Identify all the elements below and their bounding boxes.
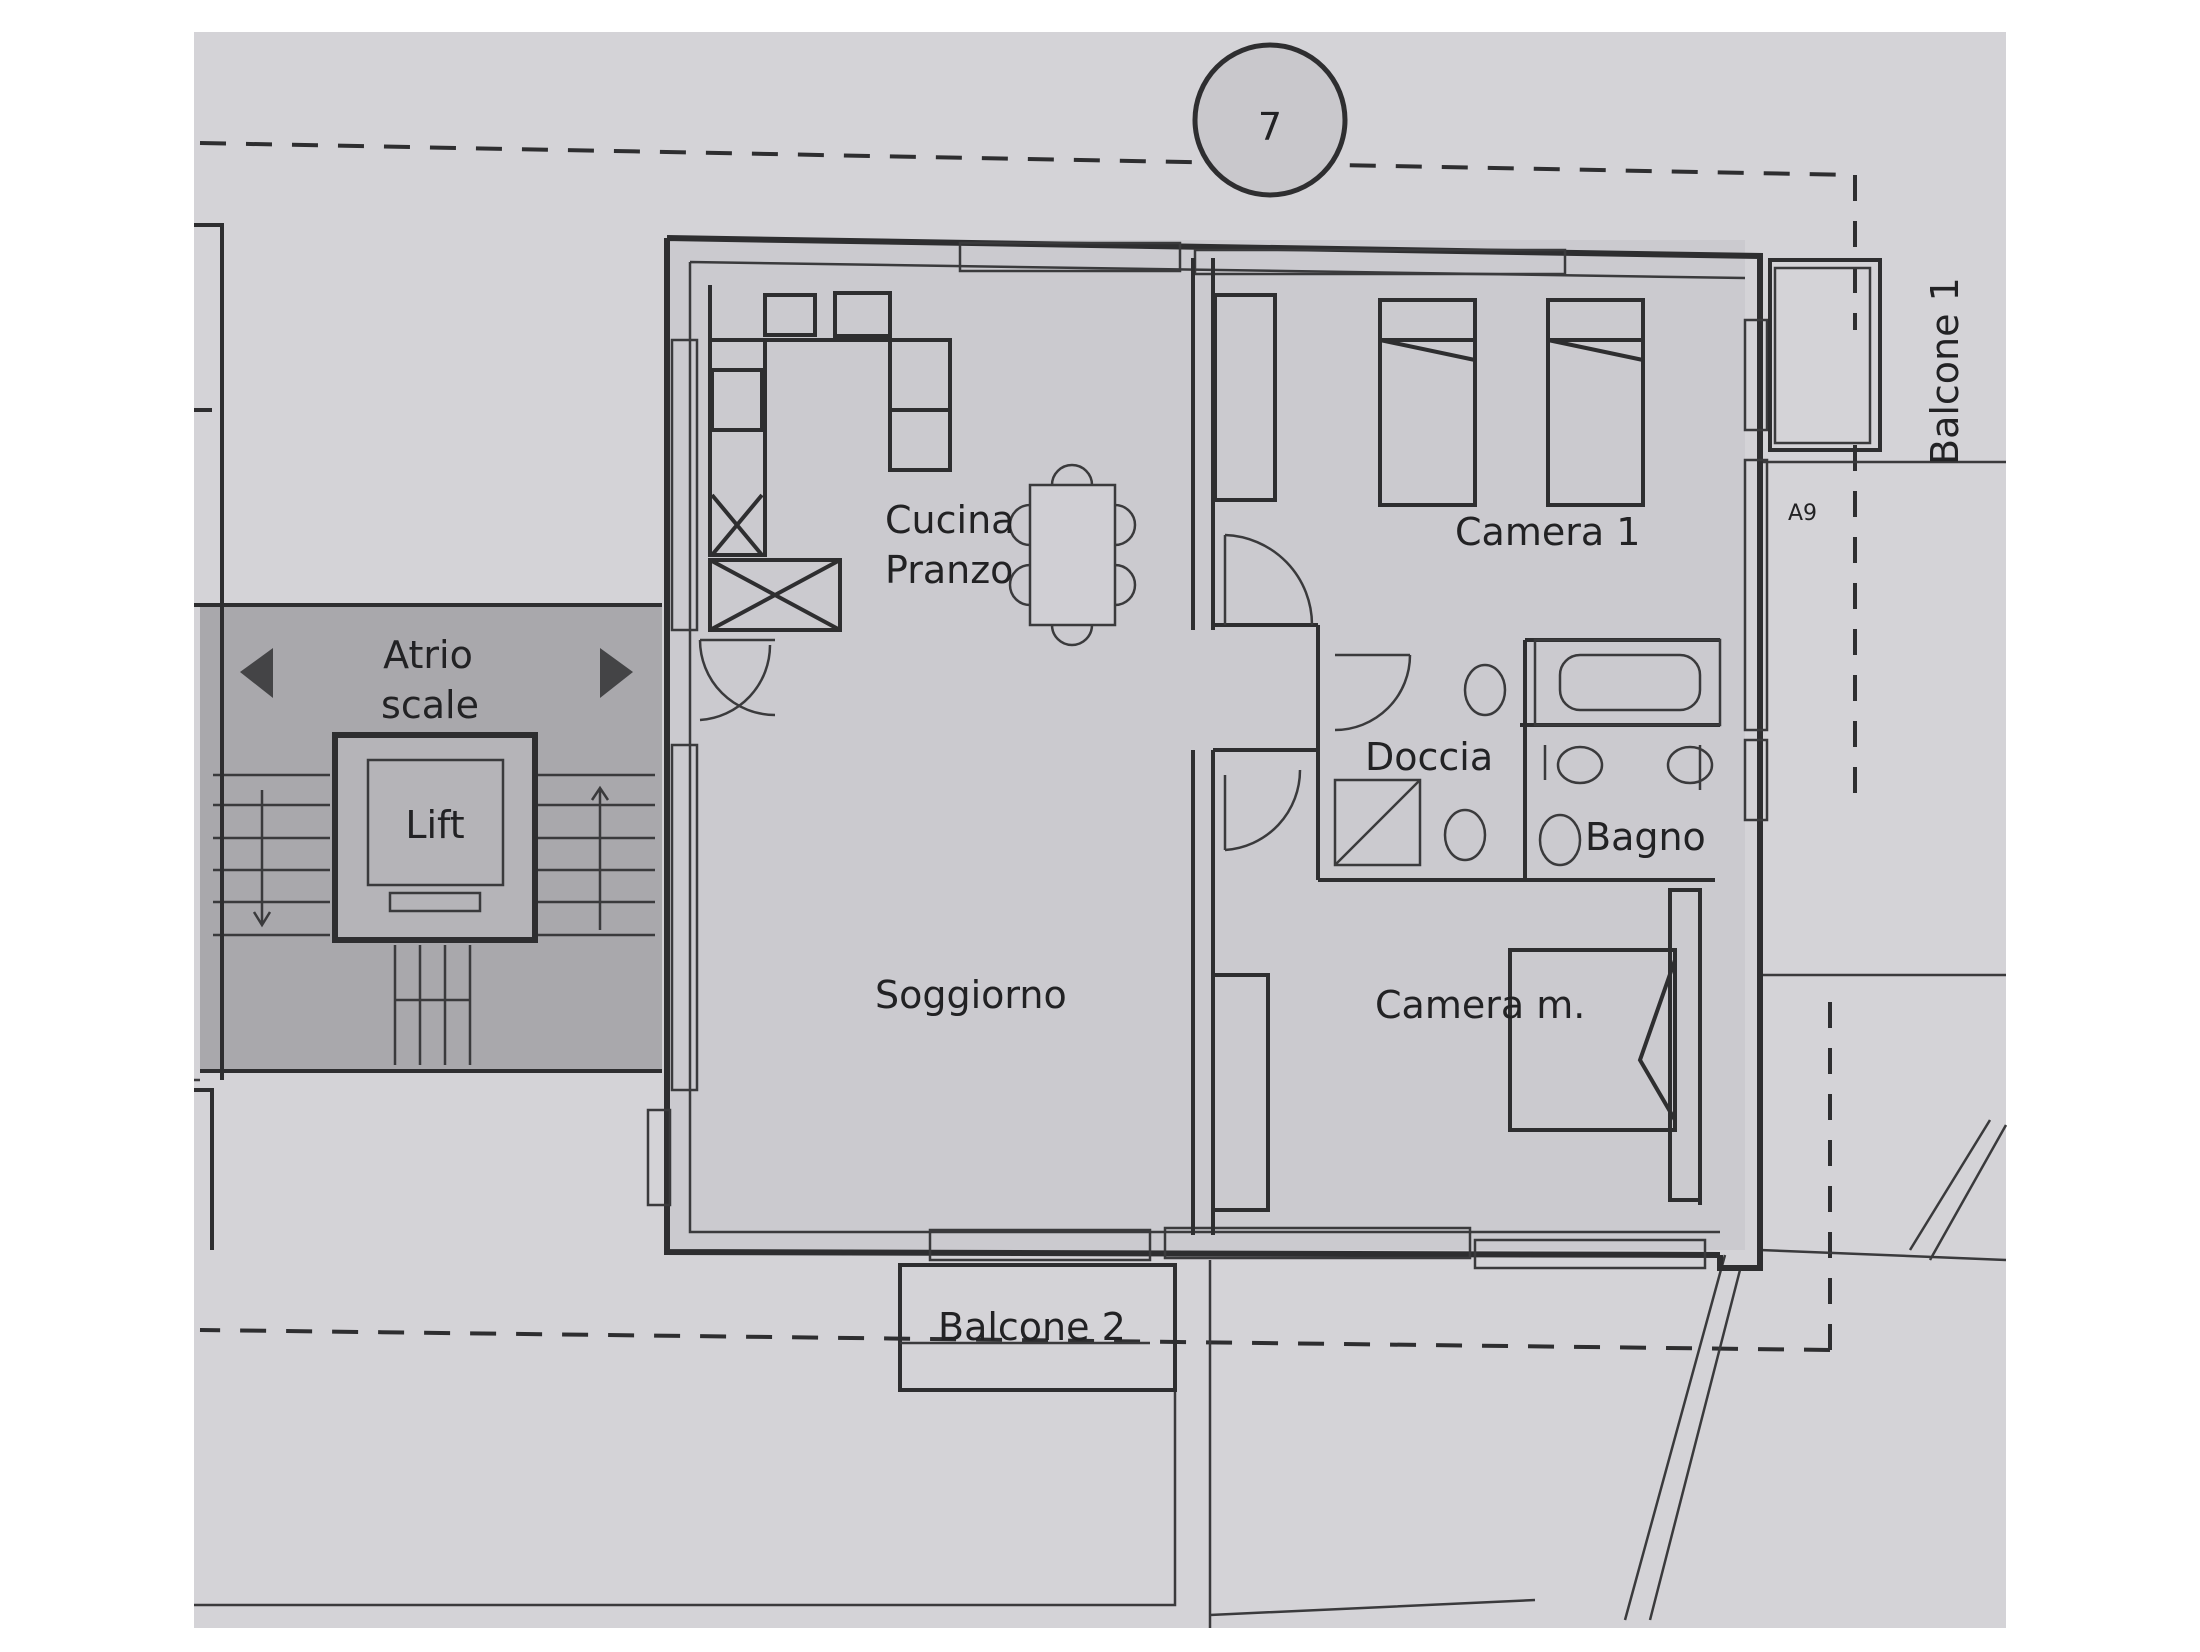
apartment-inner-outline xyxy=(688,260,1746,1234)
stair-treads xyxy=(213,773,655,1065)
label-cucina: Cucina xyxy=(885,498,1014,542)
label-pranzo: Pranzo xyxy=(885,548,1013,592)
label-camera-m: Camera m. xyxy=(1375,983,1585,1027)
atrio-arrow-left-icon xyxy=(240,648,273,698)
site-lines-right xyxy=(1209,460,2008,1621)
label-soggiorno: Soggiorno xyxy=(875,973,1067,1017)
stair-arrow-down xyxy=(252,790,272,928)
door-swings xyxy=(698,533,1412,852)
label-camera1: Camera 1 xyxy=(1455,510,1640,554)
atrio-walls xyxy=(200,603,662,1073)
lift-door xyxy=(388,891,482,913)
camera-m-furniture xyxy=(1211,888,1702,1212)
dining-table xyxy=(1008,463,1137,647)
adjacent-building-left xyxy=(194,223,224,1250)
stair-arrow-up xyxy=(590,785,610,930)
camera1-beds xyxy=(1213,293,1645,507)
site-lines-bottom xyxy=(194,1078,1212,1628)
label-doccia: Doccia xyxy=(1365,735,1493,779)
lift-car xyxy=(366,758,505,887)
balcone-2 xyxy=(898,1263,1177,1392)
balcone-1-rail xyxy=(1773,266,1872,445)
label-scale: scale xyxy=(381,683,479,727)
unit-number-circle xyxy=(1192,42,1348,198)
unit-number-label: 7 xyxy=(1258,105,1282,149)
bathroom-fixtures xyxy=(1333,638,1722,867)
label-balcone1: Balcone 1 xyxy=(1923,277,1967,465)
label-balcone2: Balcone 2 xyxy=(938,1305,1126,1349)
label-bagno: Bagno xyxy=(1585,815,1706,859)
kitchen-counters xyxy=(708,285,952,632)
label-ref-a9: A9 xyxy=(1788,501,1817,526)
balcone-1 xyxy=(1768,258,1882,452)
label-lift: Lift xyxy=(405,803,464,847)
unit-boundary-dashed xyxy=(199,141,1857,1352)
label-atrio: Atrio xyxy=(383,633,473,677)
atrio-arrow-right-icon xyxy=(600,648,633,698)
apartment-floor xyxy=(670,240,1745,1250)
